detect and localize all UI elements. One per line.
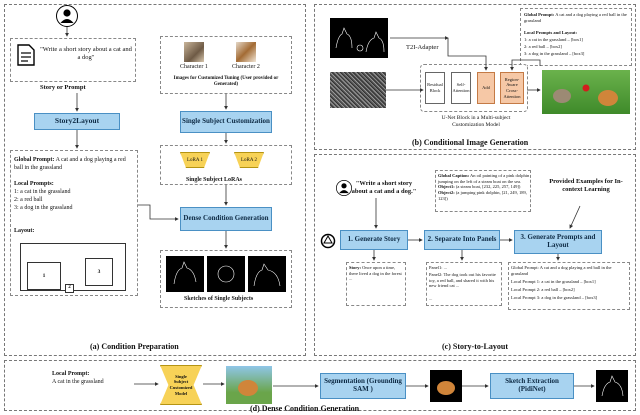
panel-conditional-image-generation — [314, 4, 636, 150]
local-prompt-1: 1: a cat in the grassland — [14, 189, 71, 195]
character-1-image — [184, 42, 204, 62]
sketch-input — [330, 18, 388, 58]
story-result-text: Story: Once upon a time, there lived a d… — [349, 265, 402, 282]
step-separate-panels: 2. Separate Into Panels — [424, 230, 500, 250]
panel-text-3: ... — [429, 296, 433, 301]
generated-image — [542, 70, 630, 114]
loras-box — [160, 145, 292, 185]
user-icon — [56, 5, 78, 27]
local-prompt-2: 2: a red ball — [14, 197, 43, 203]
sketches-caption: Sketches of Single Subjects — [184, 296, 254, 302]
example-text: Global Caption: An oil painting of a pin… — [438, 173, 530, 201]
caption-a: (a) Condition Preparation — [90, 342, 179, 351]
caption-c: (c) Story-to-Layout — [442, 342, 508, 351]
result-local-3: Local Prompt 3: a dog in the grassland –… — [511, 295, 598, 300]
character-1-label: Character 1 — [180, 64, 208, 70]
segmentation-box: Segmentation (Grounding SAM ) — [320, 373, 406, 399]
caption-d: (d) Dense Condition Generation — [250, 404, 360, 413]
prompts-result-box — [508, 262, 630, 310]
step-generate-story: 1. Generate Story — [340, 230, 408, 250]
local-prompts-label: Local Prompts: — [14, 181, 54, 187]
panels-result-box — [426, 262, 502, 306]
story2layout-box: Story2Layout — [34, 113, 120, 130]
layout-label: Layout: — [14, 228, 35, 234]
b-local-prompts-label: Local Prompts and Layout: — [524, 30, 578, 35]
images-caption: Images for Customized Tuning (User provi… — [173, 76, 279, 88]
panel-story-to-layout — [314, 154, 636, 356]
panel-text-2: Panel2: The dog took out his favorite to… — [429, 272, 496, 289]
segmented-image — [430, 370, 462, 402]
character-2-image — [236, 42, 256, 62]
corgi-image — [226, 366, 272, 404]
block-self-attention: Self-Attention — [451, 72, 471, 104]
character-images-box — [160, 36, 292, 94]
provided-examples-label: Provided Examples for In-context Learnin… — [549, 178, 623, 193]
b-local-prompt-3: 3: a dog in the grassland – [box3] — [524, 51, 585, 56]
openai-icon — [320, 233, 336, 249]
panel-text-1: Panel1: ... — [429, 265, 447, 270]
c-story-quote: "Write a short story about a cat and a d… — [351, 180, 417, 195]
result-local-1: Local Prompt 1: a cat in the grassland –… — [511, 279, 596, 284]
layout-box-2: 2 — [65, 284, 74, 293]
document-icon — [17, 44, 35, 66]
b-local-prompt-2: 2: a red ball – [box2] — [524, 44, 562, 49]
block-add: Add — [477, 72, 495, 104]
b-global-prompt: Global Prompt: A cat and a dog playing a… — [524, 12, 627, 23]
noise-image — [330, 72, 386, 108]
sketch-extraction-box: Sketch Extraction (PidiNet) — [490, 373, 574, 399]
final-sketch — [596, 370, 628, 402]
story-quote: "Write a short story about a cat and a d… — [40, 46, 132, 61]
step-generate-prompts-layout: 3. Generate Prompts and Layout — [514, 230, 602, 254]
block-region-cross-attention: Region-Aware Cross-Attention — [500, 72, 524, 104]
dense-condition-generation-box: Dense Condition Generation — [180, 207, 272, 231]
t2i-adapter-label: T2I-Adapter — [406, 44, 439, 51]
example-box — [435, 170, 531, 212]
result-global-prompt: Global Prompt: A cat and a dog playing a… — [511, 265, 612, 276]
panel-condition-preparation — [4, 4, 306, 356]
sketch-1 — [166, 256, 204, 292]
b-local-prompt-1: 1: a cat in the grassland – [box1] — [524, 37, 583, 42]
layout-box-3: 3 — [85, 258, 113, 286]
local-prompt-3: 3: a dog in the grassland — [14, 205, 73, 211]
single-subject-loras-label: Single Subject LoRAs — [186, 177, 243, 183]
unet-caption: U-Net Block in a Multi-subject Customiza… — [441, 115, 511, 128]
panel-dense-condition-generation — [4, 360, 636, 411]
caption-b: (b) Conditional Image Generation — [412, 138, 529, 147]
sketch-2 — [207, 256, 245, 292]
story-or-prompt-label: Story or Prompt — [40, 84, 86, 91]
global-prompt: Global Prompt: A cat and a dog playing a… — [14, 157, 126, 171]
block-residual: Residual Block — [425, 72, 445, 104]
layout-box-1: 1 — [27, 262, 61, 290]
sketch-3 — [248, 256, 286, 292]
prompts-layout-box — [10, 150, 138, 296]
character-2-label: Character 2 — [232, 64, 260, 70]
global-local-prompts-box — [520, 8, 632, 66]
user-icon — [336, 180, 352, 196]
d-local-prompt: Local Prompt: A cat in the grassland — [52, 371, 104, 385]
story-result-box — [346, 262, 406, 306]
result-local-2: Local Prompt 2: a red ball – [box2] — [511, 287, 575, 292]
single-subject-customization-box: Single Subject Customization — [180, 111, 272, 133]
